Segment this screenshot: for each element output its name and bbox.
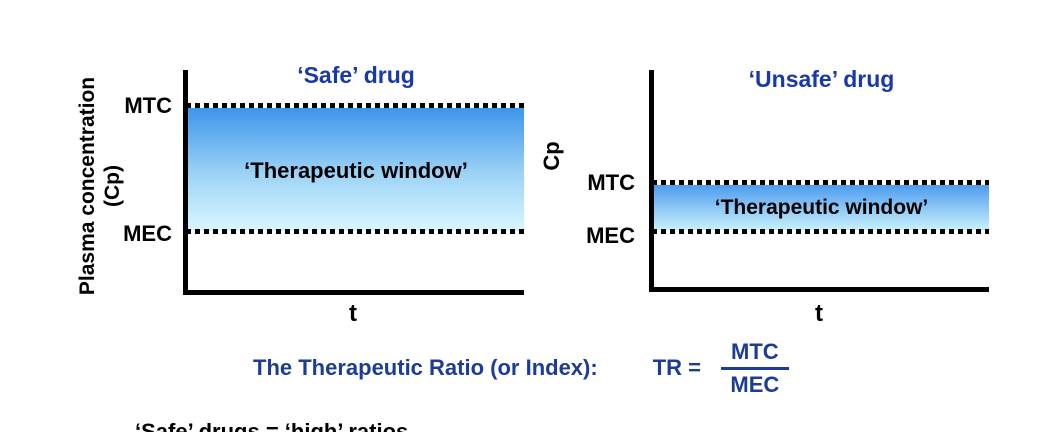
right-x-axis-label: t [815,300,823,327]
right-mec-label: MEC [586,223,635,248]
left-mec-dotted-line [186,229,524,234]
left-mtc-label: MTC [124,93,172,118]
left-x-axis-line [183,290,524,295]
right-mtc-label: MTC [587,170,635,195]
right-mec-dotted-line [652,229,989,234]
left-x-axis-label: t [349,300,357,327]
left-mec-label: MEC [123,221,172,246]
left-chart-title: ‘Safe’ drug [297,62,415,88]
right-y-axis-label: Cp [539,141,564,171]
left-y-axis-label-line2: (Cp) [101,165,124,207]
right-mtc-dotted-line [652,180,989,185]
left-therapeutic-window-band [188,108,524,231]
formula-label: The Therapeutic Ratio (or Index): [253,355,598,380]
right-x-axis-line [649,287,989,292]
left-y-axis-line [183,70,188,295]
formula-lhs: TR = [652,355,701,380]
formula-denominator: MEC [730,371,780,397]
left-mtc-dotted-line [186,103,524,108]
right-band-label: ‘Therapeutic window’ [714,196,929,219]
right-chart-title: ‘Unsafe’ drug [748,66,895,92]
left-y-axis-label-line1: Plasma concentration [76,76,99,296]
formula-fraction: MTC MEC [721,339,789,398]
right-therapeutic-window-band [654,185,989,230]
left-y-axis-label: Plasma concentration (Cp) [75,26,125,346]
formula-numerator: MTC [721,339,789,370]
left-band-label: ‘Therapeutic window’ [244,158,468,183]
right-y-axis-line [649,70,654,292]
clipped-footer-text: ‘Safe’ drugs = ‘high’ ratios [135,419,409,432]
therapeutic-ratio-formula: The Therapeutic Ratio (or Index): TR = M… [253,338,789,398]
